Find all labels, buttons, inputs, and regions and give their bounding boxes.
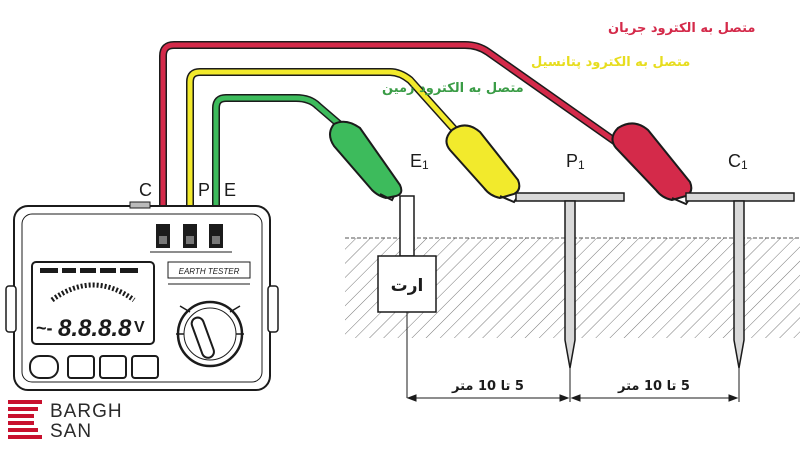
- earth-clip: [329, 120, 403, 202]
- terminal-label-p: P: [198, 180, 210, 200]
- terminal-label-e: E: [224, 180, 236, 200]
- terminal-label-c: C: [139, 180, 152, 200]
- meter-button-3: [99, 355, 127, 379]
- e1-label: E1: [410, 151, 429, 172]
- potential-clip: [445, 124, 521, 204]
- p1-label: P1: [566, 151, 585, 172]
- logo-mark-icon: [8, 400, 42, 439]
- meter-nameplate: EARTH TESTER: [179, 267, 240, 276]
- current-clip: [611, 122, 693, 206]
- dimension-label-1: 5 تا 10 متر: [451, 379, 524, 394]
- current-wire-color: [160, 42, 672, 226]
- earth-wire-color: [213, 95, 348, 226]
- lcd-unit: V: [134, 319, 145, 336]
- terminal-p: [183, 224, 197, 248]
- dimension-label-2: 5 تا 10 متر: [617, 379, 690, 394]
- ground-box-label: ارت: [391, 276, 424, 296]
- rotary-dial: [176, 300, 244, 368]
- potential-wire-color: [187, 69, 500, 226]
- logo-text-line2: SAN: [50, 421, 93, 442]
- lcd-reading: 8.8.8.8: [58, 315, 132, 342]
- logo-text-line1: BARGH: [50, 401, 123, 422]
- current-electrode-c1: [685, 192, 795, 369]
- earth-wire-label: متصل به الکترود زمین: [382, 81, 524, 96]
- meter-button-4: [131, 355, 159, 379]
- bargh-san-logo: BARGH SAN: [8, 398, 122, 444]
- earth-electrode-e1: ارت: [377, 195, 437, 398]
- potential-electrode-p1: [515, 192, 625, 369]
- meter-button-2: [67, 355, 95, 379]
- lcd-display: [31, 261, 155, 345]
- current-wire-label: متصل به الکترود جریان: [608, 21, 755, 36]
- c1-label: C1: [728, 151, 748, 172]
- terminal-e: [209, 224, 223, 248]
- dimension-lines: [406, 368, 740, 402]
- terminal-c: [156, 224, 170, 248]
- meter-button-1: [29, 355, 59, 379]
- potential-wire-label: متصل به الکترود پتانسیل: [531, 55, 690, 70]
- earth-tester-meter: 8.8.8.8 V ~- EARTH TESTER: [5, 201, 279, 391]
- lcd-minus: ~-: [36, 318, 53, 338]
